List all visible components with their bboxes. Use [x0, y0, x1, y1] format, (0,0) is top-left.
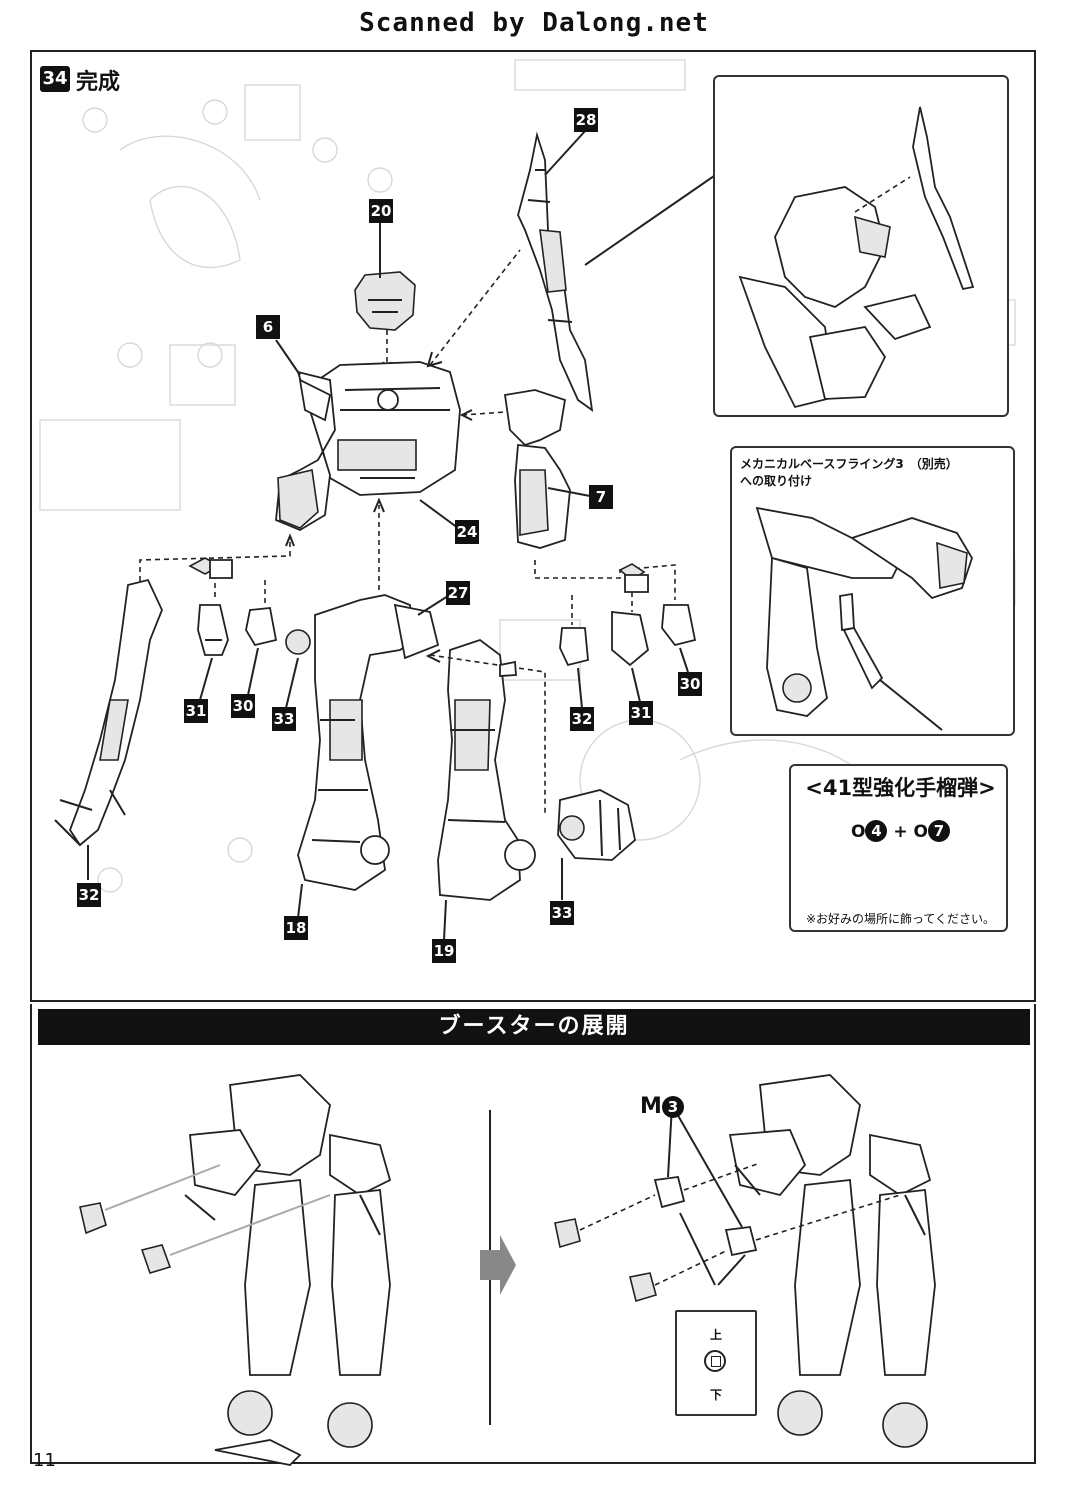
booster-part-33 [557, 789, 636, 861]
page-number: 11 [33, 1450, 56, 1471]
watermark-text: Scanned by Dalong.net [359, 8, 709, 38]
orientation-up-label: 上 [709, 1328, 722, 1342]
part-badge-31-left: 31 [184, 699, 208, 723]
part-badge-32-weapon: 32 [77, 883, 101, 907]
part-badge-30-left: 30 [231, 694, 255, 718]
weapon-part-32 [54, 578, 163, 847]
booster-frame [30, 1004, 1036, 1464]
booster-part-letter: M [640, 1094, 662, 1119]
grenade-part-b-number: 7 [928, 820, 950, 842]
hand-part-31-right [611, 610, 650, 667]
part-badge-33-leg: 33 [272, 707, 296, 731]
hand-part-30-left [245, 607, 278, 647]
part-badge-28: 28 [574, 108, 598, 132]
arm-part-6 [275, 370, 336, 532]
part-badge-33-booster: 33 [550, 901, 574, 925]
part-badge-6: 6 [256, 315, 280, 339]
arm-part-7 [503, 389, 571, 549]
grenade-part-a-number: 4 [865, 820, 888, 842]
part-badge-7: 7 [589, 485, 613, 509]
booster-illustration [79, 1074, 936, 1466]
part-badge-31-right: 31 [629, 701, 653, 725]
arrow-right-icon [480, 1235, 516, 1295]
stand-caption-line2: への取り付け [740, 474, 813, 488]
part-badge-18: 18 [284, 916, 308, 940]
step-title: 完成 [76, 70, 121, 95]
head-part-20 [354, 271, 416, 331]
booster-before-figure [79, 1074, 392, 1466]
orientation-marker-icon [704, 1350, 726, 1372]
leg-part-18 [285, 594, 440, 891]
completed-model-inset [713, 75, 1009, 417]
hand-part-32-right [559, 627, 589, 667]
part-badge-27: 27 [446, 581, 470, 605]
booster-banner: ブースターの展開 [38, 1009, 1030, 1045]
stand-attachment-inset: メカニカルベースフライング3 （別売） への取り付け [730, 446, 1015, 736]
leg-part-19 [437, 638, 536, 901]
step-number-badge: 34 [40, 66, 70, 92]
hand-part-31-left [197, 604, 229, 656]
part-badge-32-right: 32 [570, 707, 594, 731]
grenade-title: <41型強化手榴弾> [805, 776, 996, 800]
orientation-inset: 上 下 [675, 1310, 757, 1416]
part-badge-20: 20 [369, 199, 393, 223]
part-badge-24: 24 [455, 520, 479, 544]
part-badge-19: 19 [432, 939, 456, 963]
hand-part-30-right [661, 604, 697, 647]
grenade-part-b-prefix: O [913, 822, 928, 842]
booster-part-number: 3 [661, 1096, 684, 1118]
booster-after-figure [554, 1074, 936, 1448]
grenade-note: ※お好みの場所に飾ってください。 [805, 912, 996, 926]
grenade-plus: + [893, 822, 908, 842]
stand-caption-line1: メカニカルベースフライング3 （別売） [740, 457, 958, 471]
grenade-part-a-prefix: O [851, 822, 866, 842]
blade-part-28 [517, 131, 594, 412]
part-badge-30-right: 30 [678, 672, 702, 696]
orientation-down-label: 下 [709, 1388, 722, 1402]
step-frame [30, 50, 1036, 1002]
torso-part-24 [317, 361, 461, 496]
